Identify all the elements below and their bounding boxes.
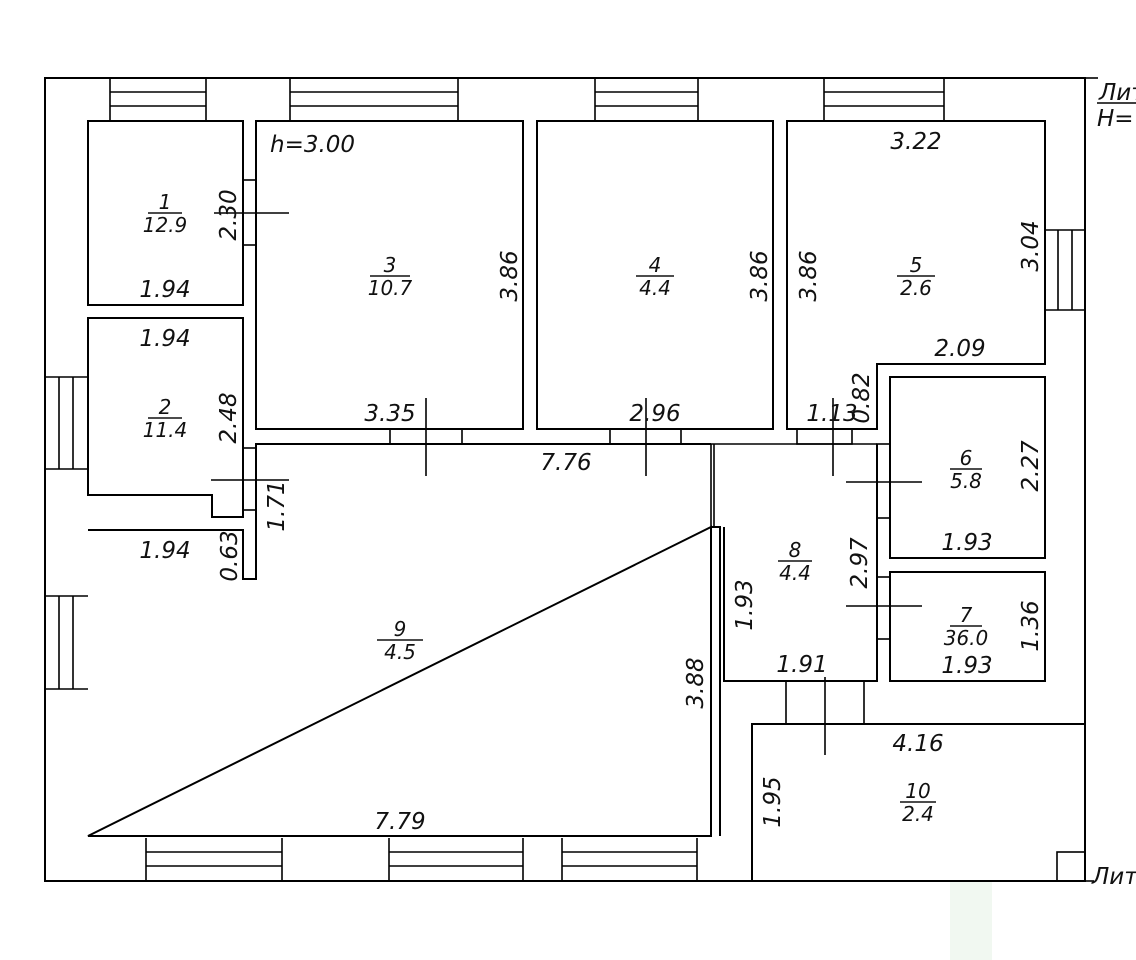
room-area: 12.9 xyxy=(143,213,188,237)
room-number: 2 xyxy=(159,395,172,419)
room-number: 7 xyxy=(960,603,973,627)
dim-room-3-step-height: 0.82 xyxy=(849,372,875,423)
dim-room-8-height: 2.48 xyxy=(216,392,242,443)
dim-room-3-left-height: 3.86 xyxy=(796,250,822,301)
room-1-label: 3 10.7 xyxy=(368,253,413,300)
corner-label-bottom: Лит xyxy=(1091,864,1136,890)
room-9-label: 1 12.9 xyxy=(143,190,188,237)
window-top-2 xyxy=(289,78,459,121)
room-6-label: 8 4.4 xyxy=(778,538,812,585)
dim-room-4-height: 2.27 xyxy=(1018,440,1044,492)
room-4-label: 6 5.8 xyxy=(950,446,982,493)
room-number: 9 xyxy=(394,617,407,641)
window-top-1 xyxy=(109,78,207,121)
ceiling-height-label: h=3.00 xyxy=(270,132,355,158)
dim-room-7-top-width: 1.94 xyxy=(139,538,190,564)
room-number: 3 xyxy=(384,253,397,277)
window-bottom-2 xyxy=(388,838,524,881)
window-top-3 xyxy=(594,78,699,121)
room-5-label: 7 36.0 xyxy=(944,603,989,650)
room-area: 5.8 xyxy=(950,469,982,493)
window-left-2 xyxy=(45,595,88,690)
dim-room-8-lower: 1.71 xyxy=(264,480,290,531)
dim-room-3-step-width: 2.09 xyxy=(934,336,985,362)
room-8-outline xyxy=(87,317,244,518)
dim-room-9-height: 2.30 xyxy=(216,189,242,240)
door-room-4 xyxy=(876,443,891,519)
dim-room-5-width: 1.93 xyxy=(941,653,992,679)
dim-room-7-step: 0.63 xyxy=(217,530,243,581)
room-10-label: 10 2.4 xyxy=(900,779,936,826)
room-10-corner-block xyxy=(1056,851,1086,882)
outer-wall xyxy=(44,77,1086,882)
room-area: 2.6 xyxy=(900,276,932,300)
room-number: 8 xyxy=(789,538,802,562)
room-number: 4 xyxy=(649,253,662,277)
room-3-label: 5 2.6 xyxy=(897,253,935,300)
dim-room-2-height: 3.86 xyxy=(747,250,773,301)
window-bottom-1 xyxy=(145,838,283,881)
dim-room-2-width: 2.96 xyxy=(629,401,680,427)
room-area: 36.0 xyxy=(944,626,989,650)
room-area: 2.4 xyxy=(902,802,934,826)
dim-room-1-width: 3.35 xyxy=(364,401,415,427)
room-3-outline xyxy=(786,120,1046,430)
room-area: 4.5 xyxy=(384,640,416,664)
dim-room-6-right: 2.97 xyxy=(847,537,873,589)
door-room-8 xyxy=(242,447,257,511)
dim-room-1-height: 3.86 xyxy=(497,250,523,301)
window-left-1 xyxy=(45,376,88,470)
dim-room-9-width: 1.94 xyxy=(139,277,190,303)
door-room-3 xyxy=(796,428,853,445)
dim-room-7-height: 3.88 xyxy=(683,657,709,708)
dim-room-10-width: 4.16 xyxy=(892,731,943,757)
room-area: 4.4 xyxy=(779,561,811,585)
room-8-label: 2 11.4 xyxy=(143,395,188,442)
dim-room-8-width: 1.94 xyxy=(139,326,190,352)
corner-label-top: Лит xyxy=(1098,80,1136,106)
dim-room-5-height: 1.36 xyxy=(1018,600,1044,651)
corner-label-height: H= xyxy=(1097,106,1134,132)
dim-room-6-left: 1.93 xyxy=(732,579,758,630)
room-area: 10.7 xyxy=(368,276,413,300)
room-number: 6 xyxy=(960,446,973,470)
dim-room-3-right-height: 3.04 xyxy=(1018,220,1044,271)
dim-room-10-height: 1.95 xyxy=(760,776,786,827)
watermark-shape xyxy=(950,880,992,960)
window-right-1 xyxy=(1045,229,1085,311)
dim-room-6-width: 1.91 xyxy=(776,652,827,678)
dim-room-3-width: 3.22 xyxy=(890,129,941,155)
room-number: 10 xyxy=(905,779,930,803)
dim-corridor: 7.76 xyxy=(540,450,591,476)
dim-room-7-width: 7.79 xyxy=(374,809,425,835)
window-bottom-3 xyxy=(561,838,698,881)
room-2-label: 4 4.4 xyxy=(636,253,674,300)
room-7-label: 9 4.5 xyxy=(377,617,423,664)
dim-room-4-width: 1.93 xyxy=(941,530,992,556)
room-number: 5 xyxy=(910,253,923,277)
dim-room-3-bottom: 1.13 xyxy=(806,401,857,427)
room-area: 4.4 xyxy=(639,276,671,300)
window-top-4 xyxy=(823,78,945,121)
door-room-5 xyxy=(876,576,891,640)
room-area: 11.4 xyxy=(143,418,188,442)
room-number: 1 xyxy=(159,190,172,214)
